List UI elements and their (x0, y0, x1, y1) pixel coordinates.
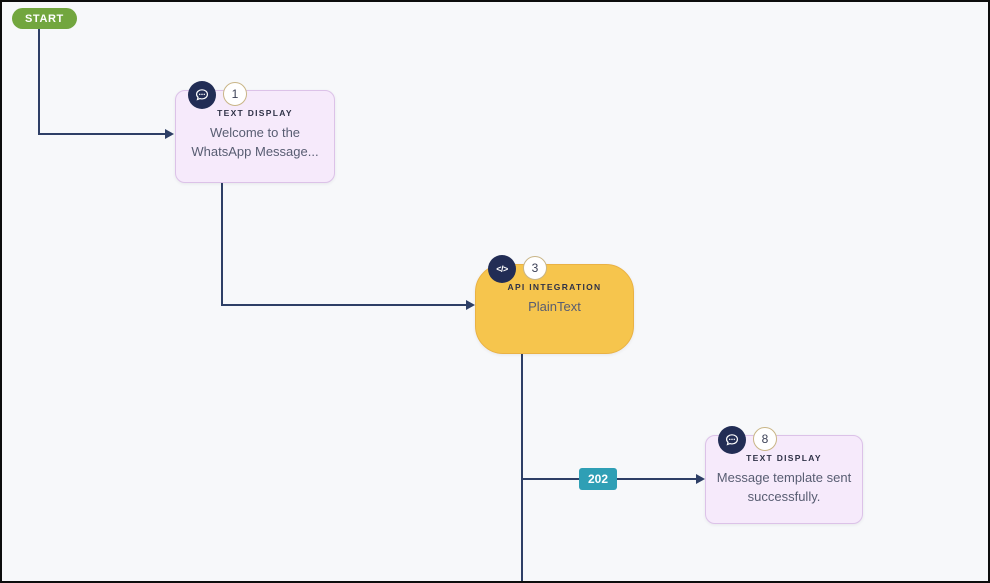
node-text-display-1[interactable]: 1 TEXT DISPLAY Welcome to the WhatsApp M… (175, 81, 335, 183)
arrowhead-into-node3 (696, 474, 705, 484)
node-body-text: Message template sent successfully. (716, 470, 852, 504)
start-badge[interactable]: START (12, 8, 77, 29)
chat-bubble-icon (718, 426, 746, 454)
node-number-badge: 3 (523, 256, 547, 280)
node-type-label: TEXT DISPLAY (217, 108, 293, 118)
edge-start-to-node1-horizontal (38, 133, 166, 135)
node-body-text: Welcome to the WhatsApp Message... (191, 125, 319, 159)
edge-api-down-vertical (521, 353, 523, 581)
node-text-display-8[interactable]: 8 TEXT DISPLAY Message template sent suc… (705, 426, 863, 524)
node-type-label: API INTEGRATION (507, 282, 602, 292)
edge-node1-to-api-vertical (221, 183, 223, 306)
node-type-label: TEXT DISPLAY (746, 453, 822, 463)
code-icon: </> (488, 255, 516, 283)
arrowhead-into-node1 (165, 129, 174, 139)
chat-bubble-icon (188, 81, 216, 109)
code-glyph: </> (496, 264, 508, 274)
edge-node1-to-api-horizontal (221, 304, 467, 306)
node-number-badge: 8 (753, 427, 777, 451)
edge-start-to-node1-vertical (38, 28, 40, 134)
arrowhead-into-api-node (466, 300, 475, 310)
node-number-badge: 1 (223, 82, 247, 106)
node-body-text: PlainText (528, 299, 581, 314)
node-api-integration-3[interactable]: </> 3 API INTEGRATION PlainText (475, 255, 634, 354)
edge-status-badge-202[interactable]: 202 (579, 468, 617, 490)
